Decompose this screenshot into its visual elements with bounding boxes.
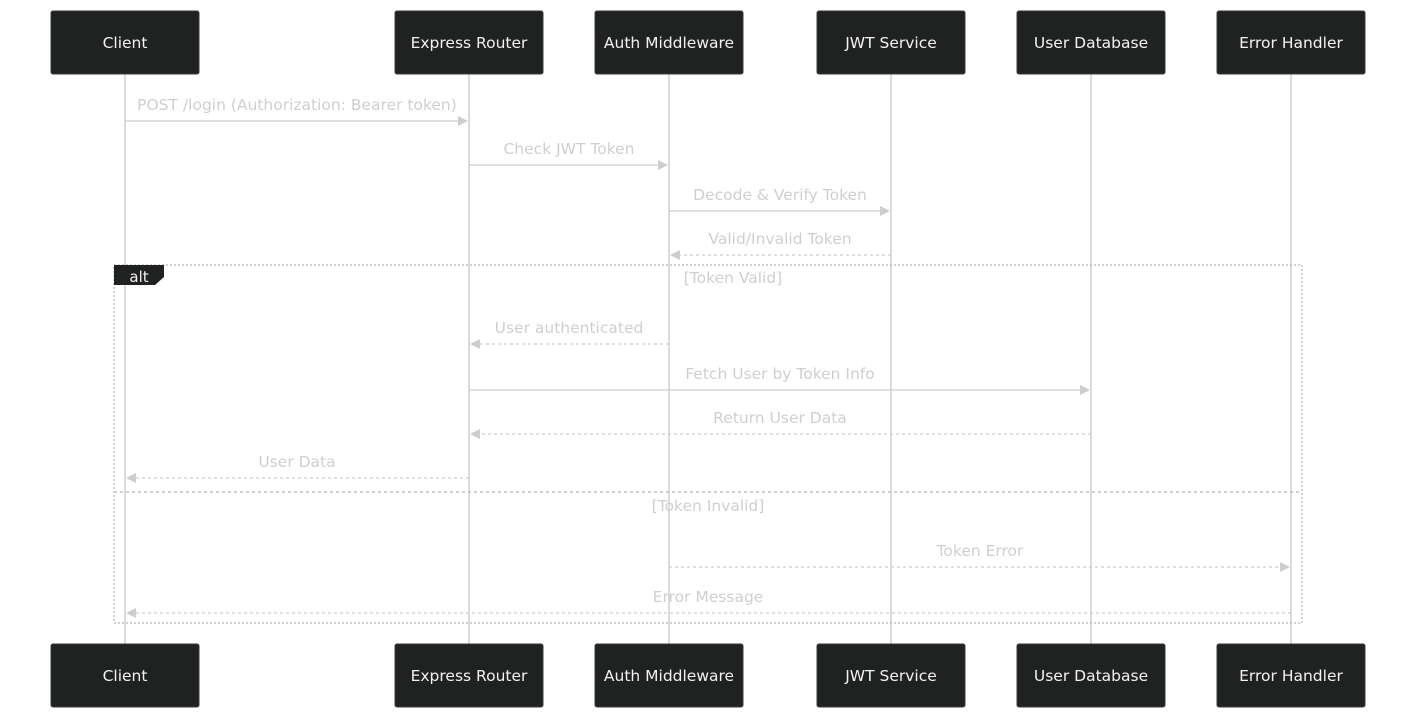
actor-label: User Database [1034, 667, 1148, 685]
actor-label: Client [103, 667, 148, 685]
actor-err-bottom: Error Handler [1216, 643, 1366, 708]
actor-box [1216, 10, 1366, 75]
arrowhead-icon [470, 429, 480, 439]
message-7: Return User Data [470, 409, 1091, 439]
message-label: POST /login (Authorization: Bearer token… [137, 96, 457, 114]
arrowhead-icon [880, 206, 890, 216]
arrowhead-icon [1080, 385, 1090, 395]
message-1: POST /login (Authorization: Bearer token… [125, 96, 468, 126]
message-8: User Data [126, 453, 469, 483]
message-9: Token Error [669, 542, 1290, 572]
actor-client-bottom: Client [50, 643, 200, 708]
arrowhead-icon [470, 339, 480, 349]
message-2: Check JWT Token [469, 140, 668, 170]
arrowhead-icon [126, 608, 136, 618]
actor-label: User Database [1034, 34, 1148, 52]
guard-token-invalid: [Token Invalid] [652, 497, 765, 515]
actor-auth-bottom: Auth Middleware [594, 643, 744, 708]
lifelines [124, 74, 1292, 644]
message-label: Return User Data [713, 409, 847, 427]
actor-router-top: Express Router [394, 10, 544, 75]
alt-tag [114, 265, 164, 285]
messages: POST /login (Authorization: Bearer token… [125, 96, 1291, 618]
actor-label: Client [103, 34, 148, 52]
arrowhead-icon [670, 250, 680, 260]
message-3: Decode & Verify Token [669, 186, 890, 216]
message-10: Error Message [126, 588, 1291, 618]
message-label: User authenticated [495, 319, 644, 337]
message-label: Decode & Verify Token [693, 186, 867, 204]
actor-err-top: Error Handler [1216, 10, 1366, 75]
actor-label: JWT Service [844, 34, 937, 52]
actor-box [594, 643, 744, 708]
message-5: User authenticated [470, 319, 669, 349]
actor-label: Error Handler [1239, 667, 1343, 685]
alt-frame-border [113, 264, 1303, 624]
message-6: Fetch User by Token Info [469, 365, 1090, 395]
actor-label: Error Handler [1239, 34, 1343, 52]
actor-db-bottom: User Database [1016, 643, 1166, 708]
actor-jwt-top: JWT Service [816, 10, 966, 75]
message-label: User Data [258, 453, 335, 471]
actor-box [394, 10, 544, 75]
actor-label: Express Router [411, 34, 528, 52]
actor-box [394, 643, 544, 708]
guard-token-valid: [Token Valid] [684, 269, 782, 287]
arrowhead-icon [1280, 562, 1290, 572]
actor-box [50, 10, 200, 75]
actor-label: Express Router [411, 667, 528, 685]
actor-box [50, 643, 200, 708]
actor-jwt-bottom: JWT Service [816, 643, 966, 708]
message-4: Valid/Invalid Token [670, 230, 891, 260]
actor-label: JWT Service [844, 667, 937, 685]
arrowhead-icon [658, 160, 668, 170]
actor-router-bottom: Express Router [394, 643, 544, 708]
message-label: Valid/Invalid Token [708, 230, 851, 248]
message-label: Check JWT Token [503, 140, 634, 158]
actor-label: Auth Middleware [604, 667, 734, 685]
arrowhead-icon [126, 473, 136, 483]
actor-box [594, 10, 744, 75]
message-label: Fetch User by Token Info [685, 365, 875, 383]
actor-box [1016, 643, 1166, 708]
actor-client-top: Client [50, 10, 200, 75]
actor-label: Auth Middleware [604, 34, 734, 52]
actor-box [816, 10, 966, 75]
arrowhead-icon [458, 116, 468, 126]
actor-box [816, 643, 966, 708]
actor-db-top: User Database [1016, 10, 1166, 75]
actor-auth-top: Auth Middleware [594, 10, 744, 75]
alt-tag-label: alt [129, 268, 148, 286]
message-label: Token Error [936, 542, 1024, 560]
actor-box [1016, 10, 1166, 75]
actor-box [1216, 643, 1366, 708]
message-label: Error Message [653, 588, 764, 606]
alt-frame: alt [Token Valid] [Token Invalid] [113, 264, 1303, 624]
